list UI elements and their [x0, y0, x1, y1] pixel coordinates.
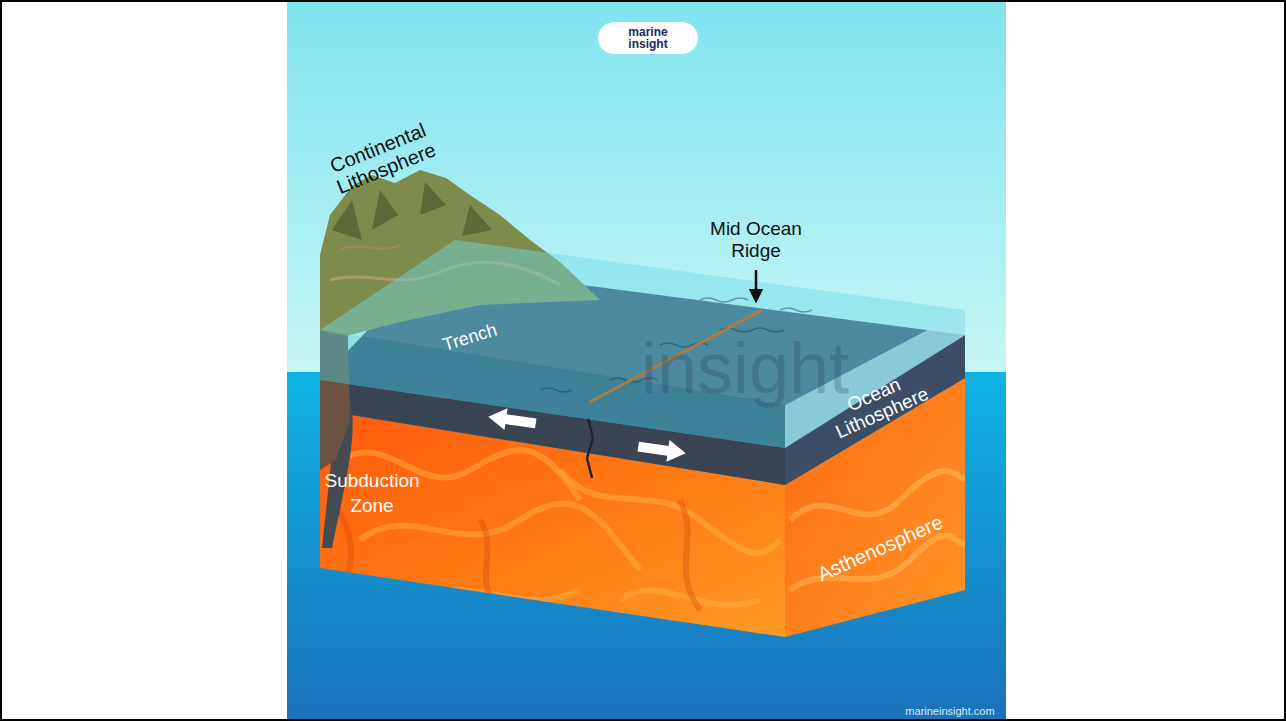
logo-text: marine insight — [622, 26, 674, 50]
ridge-line-land — [340, 245, 400, 250]
layer-label: Asthenosphere — [798, 503, 962, 592]
ocean-water — [320, 240, 965, 448]
layer-label: Continental Lithosphere — [314, 114, 449, 203]
feature-label: Trench — [424, 315, 516, 360]
plate-motion-arrows — [487, 406, 688, 464]
ridge-crack — [587, 418, 593, 478]
motion-arrow-right — [637, 436, 688, 464]
watermark-url: marineinsight.com — [895, 706, 1005, 717]
zone-label: Subduction Zone — [312, 469, 432, 518]
logo-pill — [598, 22, 698, 54]
ridge-pointer — [755, 270, 758, 296]
water-surface — [320, 240, 965, 405]
backdrop — [287, 0, 1006, 721]
motion-arrow-left — [487, 406, 538, 434]
feature-label: Mid Ocean Ridge — [700, 218, 812, 262]
